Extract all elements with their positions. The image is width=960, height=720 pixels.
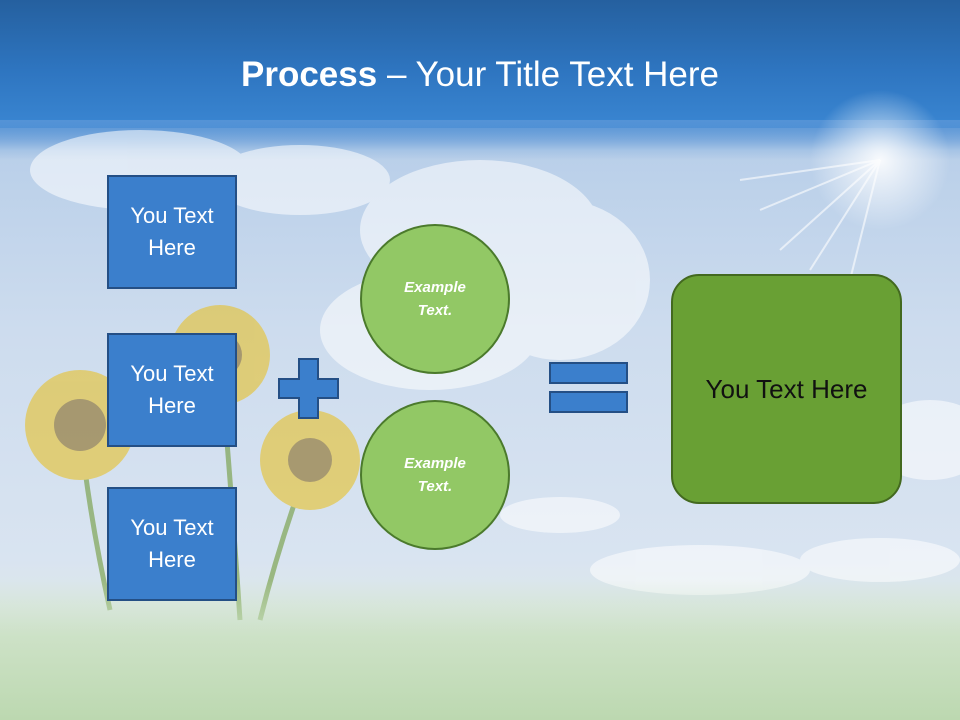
plus-icon xyxy=(278,358,339,419)
circle-2-line1: Example xyxy=(404,455,466,472)
result-label: You Text Here xyxy=(705,373,868,404)
result-box[interactable]: You Text Here xyxy=(671,274,902,504)
left-box-3-line2: Here xyxy=(148,547,196,572)
circle-2-line2: Text. xyxy=(417,478,453,495)
grass-icon xyxy=(0,580,960,720)
sun-icon xyxy=(739,90,950,281)
title-bold: Process xyxy=(241,55,378,94)
left-box-1-line2: Here xyxy=(148,235,196,260)
title-bar xyxy=(0,0,960,128)
left-box-1-line1: You Text xyxy=(130,203,214,228)
equals-icon xyxy=(549,362,628,413)
circle-1-line1: Example xyxy=(404,279,466,296)
left-box-2-line1: You Text xyxy=(130,361,214,386)
left-box-3-line1: You Text xyxy=(130,515,214,540)
page-title: Process – Your Title Text Here xyxy=(0,52,960,98)
circle-1-line2: Text. xyxy=(417,302,453,319)
left-box-2-line2: Here xyxy=(148,393,196,418)
title-rest: – Your Title Text Here xyxy=(377,55,719,94)
